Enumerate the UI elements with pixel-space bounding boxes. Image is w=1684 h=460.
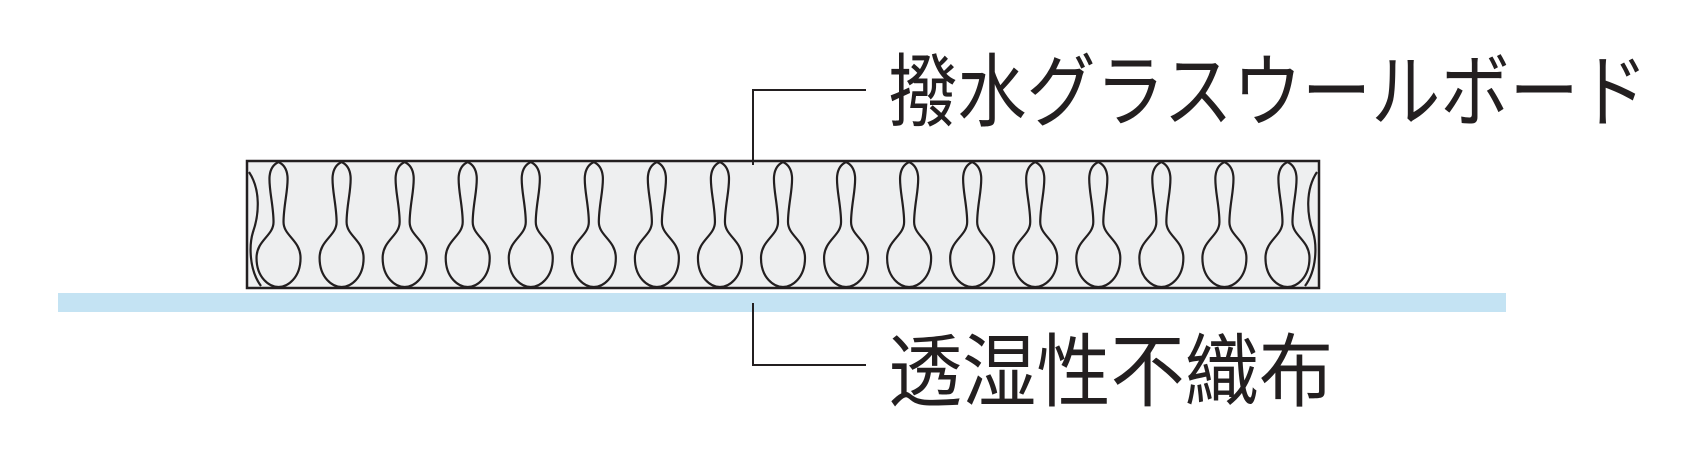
fiber-loop: [255, 160, 302, 289]
fiber-loop: [507, 160, 554, 289]
glass-wool-board-body: [245, 159, 1321, 290]
fiber-edge-right: [1304, 171, 1318, 287]
fiber-loop: [822, 160, 870, 289]
fiber-loop: [1138, 160, 1185, 289]
fiber-loop: [1012, 160, 1059, 289]
nonwoven-sheet-layer: [58, 293, 1506, 312]
board-label: 撥水グラスウールボード: [888, 46, 1648, 139]
fiber-loop: [886, 160, 933, 289]
fiber-loop: [1264, 160, 1311, 289]
fiber-loop: [570, 160, 617, 289]
fiber-edge-left: [248, 171, 262, 287]
sheet-label: 透湿性不織布: [888, 326, 1333, 419]
fiber-loop: [633, 160, 680, 289]
board-leader-line: [752, 89, 866, 165]
fiber-loop: [759, 160, 807, 289]
sheet-leader-line: [752, 303, 866, 366]
fiber-loop: [1201, 160, 1248, 289]
fiber-loop: [318, 160, 365, 289]
fiber-pattern: [248, 160, 1318, 289]
fiber-loop: [444, 160, 491, 289]
fiber-loop: [696, 160, 744, 289]
fiber-loop: [1075, 160, 1122, 289]
glass-wool-board: [245, 159, 1321, 290]
fiber-loop: [949, 160, 996, 289]
fiber-loop: [381, 160, 428, 289]
